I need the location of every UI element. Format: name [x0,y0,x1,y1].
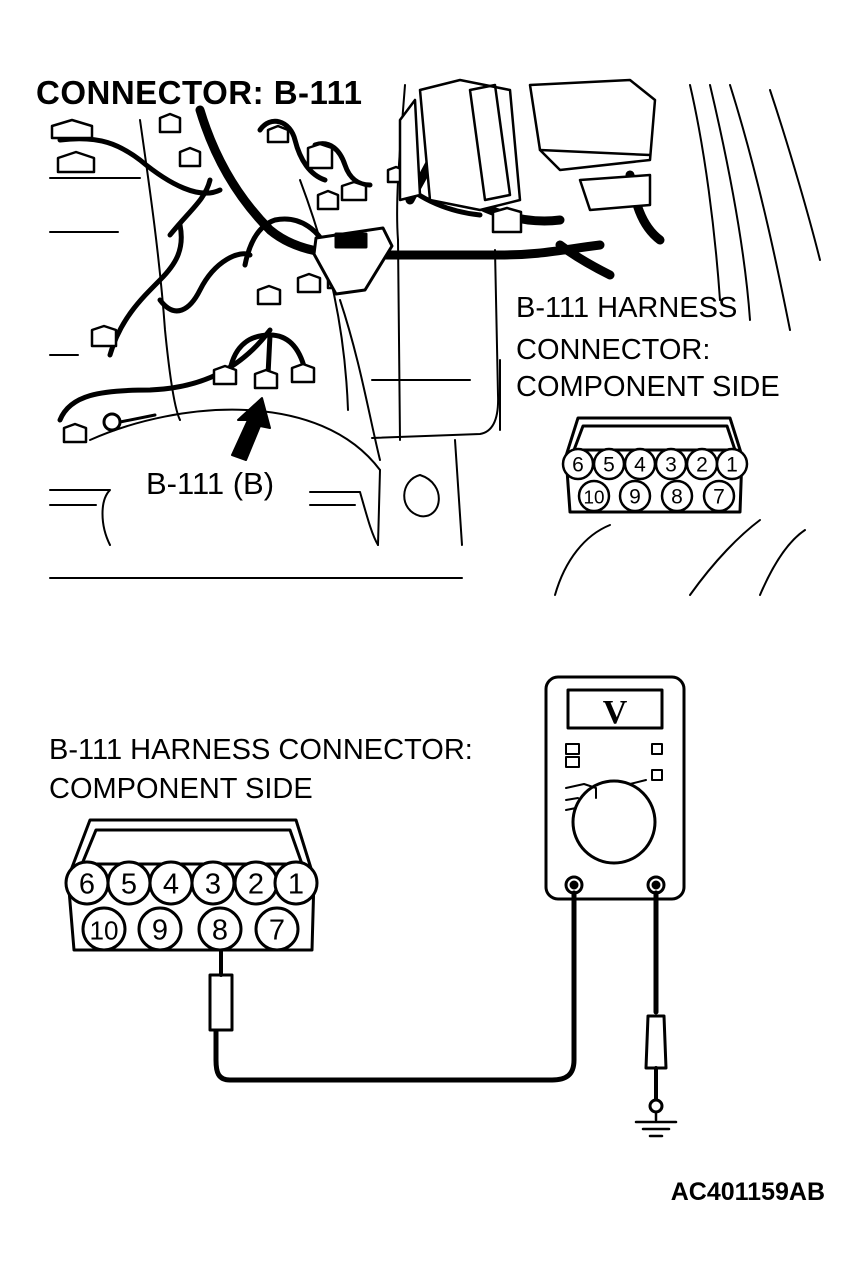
test-lead-positive [213,890,577,1083]
pin-10-label: 10 [89,915,118,945]
pin-1-label: 1 [288,868,304,900]
relay-box [398,78,657,212]
meter-symbol: V [603,694,628,731]
pin-1-circle [715,447,749,481]
pin-9-circle [618,479,652,513]
pin-2-label: 2 [696,454,708,477]
location-label: B-111 (B) [142,468,279,499]
ground-symbol-icon [634,1110,678,1138]
pin-1-label: 1 [726,454,738,477]
pin-1-circle [273,860,319,906]
diagram-title: CONNECTOR: B-111 [36,74,363,111]
pin-7-label: 7 [269,914,285,946]
upper-connector-label-line-2: CONNECTOR: [516,334,711,366]
pin-8-circle [660,479,694,513]
pin-5-label: 5 [603,454,615,477]
lower-connector-label-line-1: B-111 HARNESS CONNECTOR: [49,734,473,766]
pin-10-label: 10 [583,488,604,509]
pin-5-label: 5 [121,868,137,900]
b111-located-connector [312,226,394,296]
pin-10-circle [577,479,611,513]
upper-connector-label-line-3: COMPONENT SIDE [516,371,780,403]
pin-9-circle [137,906,183,952]
pin-6-label: 6 [572,454,584,477]
lower-connector-label-line-2: COMPONENT SIDE [49,773,313,805]
probe-ground [644,1014,668,1114]
vehicle-body-outline [49,84,821,596]
pin-7-label: 7 [713,486,725,509]
pin-7-circle [702,479,736,513]
pin-3-label: 3 [205,868,221,900]
pin-8-circle [197,906,243,952]
figure-code: AC401159AB [670,1178,825,1206]
pin-8-label: 8 [212,914,228,946]
pin-2-label: 2 [248,868,264,900]
pin-7-circle [254,906,300,952]
pin-6-label: 6 [79,868,95,900]
upper-connector-label-line-1: B-111 HARNESS [516,292,738,324]
location-arrow [231,397,271,461]
pin-9-label: 9 [152,914,168,946]
pin-10-circle [81,906,127,952]
pin-9-label: 9 [629,486,641,509]
ground-eyelet [102,412,157,432]
pin-8-label: 8 [671,486,683,509]
pin-4-label: 4 [163,868,179,900]
pin-4-label: 4 [634,454,646,477]
pin-3-label: 3 [665,454,677,477]
